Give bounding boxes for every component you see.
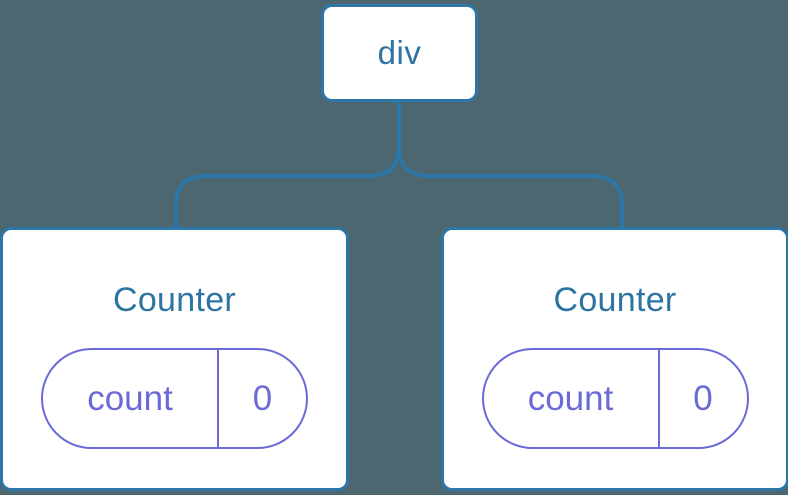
state-key-right: count — [484, 350, 660, 447]
connector-right — [397, 101, 624, 231]
node-counter-left[interactable]: Counter count 0 — [0, 227, 349, 491]
node-div-label: div — [377, 34, 422, 71]
node-div[interactable]: div — [321, 4, 478, 102]
state-key-left: count — [43, 350, 219, 447]
node-counter-right[interactable]: Counter count 0 — [441, 227, 788, 491]
state-value-left: 0 — [252, 378, 273, 418]
state-value-right: 0 — [693, 378, 713, 418]
state-pill-left[interactable]: count 0 — [41, 348, 308, 449]
connector-left — [174, 101, 401, 231]
state-pill-right[interactable]: count 0 — [481, 348, 749, 449]
node-counter-right-label: Counter — [553, 281, 677, 319]
node-counter-left-label: Counter — [112, 281, 237, 319]
